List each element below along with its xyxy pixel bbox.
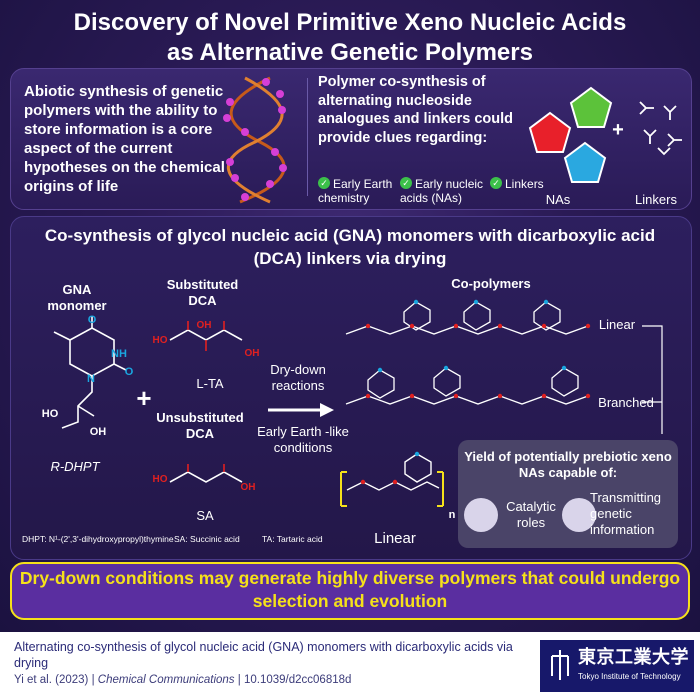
transmitting-label: Transmitting genetic information (590, 490, 662, 537)
doi[interactable]: 10.1039/d2cc06818d (243, 674, 352, 686)
gna-monomer-structure (53, 316, 127, 429)
clue-label: Early Earth chemistry (318, 177, 393, 205)
footnote-ta: TA: Tartaric acid (262, 534, 323, 544)
sa-oh: OH (240, 482, 256, 493)
bracket-connector (642, 325, 663, 434)
gna-n: N (87, 373, 95, 385)
citation: Yi et al. (2023) | Chemical Communicatio… (14, 673, 534, 687)
cosynthesis-heading: Co-synthesis of glycol nucleic acid (GNA… (44, 226, 656, 268)
sa-name: SA (196, 508, 214, 523)
authors: Yi et al. (2023) (14, 674, 89, 686)
dna-helix-icon (223, 76, 287, 204)
check-icon: ✓ (400, 177, 412, 189)
university-emblem-icon (551, 650, 569, 680)
university-logo (540, 640, 694, 692)
conclusion-text: Dry-down conditions may generate highly … (19, 568, 681, 611)
clue-linkers: ✓Linkers (490, 177, 550, 191)
footnote-dhpt: DHPT: N¹-(2',3'-dihydroxypropyl)thymine (22, 534, 174, 544)
lta-name: L-TA (196, 376, 224, 391)
gna-name: R-DHPT (50, 459, 100, 474)
nas-label: NAs (545, 192, 571, 207)
linkers-label: Linkers (635, 192, 677, 207)
paper-title: Alternating co-synthesis of glycol nucle… (14, 640, 513, 670)
conclusion-banner (10, 562, 690, 620)
repeat-subscript: n (448, 509, 456, 521)
branched-label: Branched (598, 395, 654, 410)
gna-monomer-label: GNA monomer (47, 282, 107, 313)
linear-label: Linear (598, 317, 636, 332)
clue-early-earth: ✓Early Earth chemistry (318, 177, 398, 205)
gna-nh: NH (111, 348, 127, 360)
check-icon: ✓ (318, 177, 330, 189)
copolymers-label: Co-polymers (451, 276, 531, 291)
lta-oh-1: OH (196, 320, 212, 331)
early-earth-label: Early Earth -like conditions (257, 424, 349, 455)
clue-early-nucleic-acids: ✓Early nucleic acids (NAs) (400, 177, 505, 205)
logo-japanese: 東京工業大学 (578, 647, 689, 667)
gna-o-top: O (87, 314, 97, 326)
nucleic-acid-shapes-icon (528, 86, 613, 183)
succinic-acid-structure (169, 464, 243, 483)
dna-icon (562, 498, 596, 532)
clue-label: Early nucleic acids (NAs) (400, 177, 484, 205)
catalytic-label: Catalytic roles (506, 499, 556, 530)
footnote-sa: SA: Succinic acid (174, 534, 240, 544)
tartaric-acid-structure (169, 321, 243, 351)
linkers-icon (639, 101, 682, 156)
separator: | (91, 674, 95, 686)
title-line-1: Discovery of Novel Primitive Xeno Nuclei… (73, 9, 627, 36)
catalysis-icon (464, 498, 498, 532)
gna-o-right: O (124, 366, 134, 378)
copolymer-chains (345, 299, 591, 405)
linear-bottom-label: Linear (374, 530, 416, 547)
journal: Chemical Communications (97, 674, 235, 686)
intro-panel (10, 68, 692, 210)
lta-ho: HO (152, 335, 168, 346)
intro-text: Abiotic synthesis of genetic polymers wi… (24, 83, 225, 195)
page-title: Discovery of Novel Primitive Xeno Nuclei… (0, 8, 700, 68)
panel-divider (307, 78, 308, 196)
yield-title: Yield of potentially prebiotic xeno NAs … (464, 449, 672, 480)
reaction-arrow-icon (268, 403, 334, 417)
logo-english: Tokyo Institute of Technology (578, 672, 681, 681)
plus-sign: + (612, 119, 624, 141)
dry-down-label: Dry-down reactions (270, 362, 326, 393)
separator: | (237, 674, 241, 686)
lta-oh-2: OH (244, 348, 260, 359)
gna-oh: OH (89, 426, 107, 438)
check-icon: ✓ (490, 177, 502, 189)
substituted-dca-label: Substituted DCA (166, 277, 239, 308)
plus-sign-2: + (136, 383, 152, 413)
sa-ho: HO (152, 474, 168, 485)
linear-repeat-unit (340, 451, 444, 507)
title-line-2: as Alternative Genetic Polymers (167, 39, 533, 66)
clues-heading: Polymer co-synthesis of alternating nucl… (318, 74, 513, 146)
yield-box (458, 440, 678, 548)
clue-label: Linkers (505, 177, 544, 191)
gna-ho: HO (41, 408, 59, 420)
unsubstituted-dca-label: Unsubstituted DCA (156, 410, 244, 441)
